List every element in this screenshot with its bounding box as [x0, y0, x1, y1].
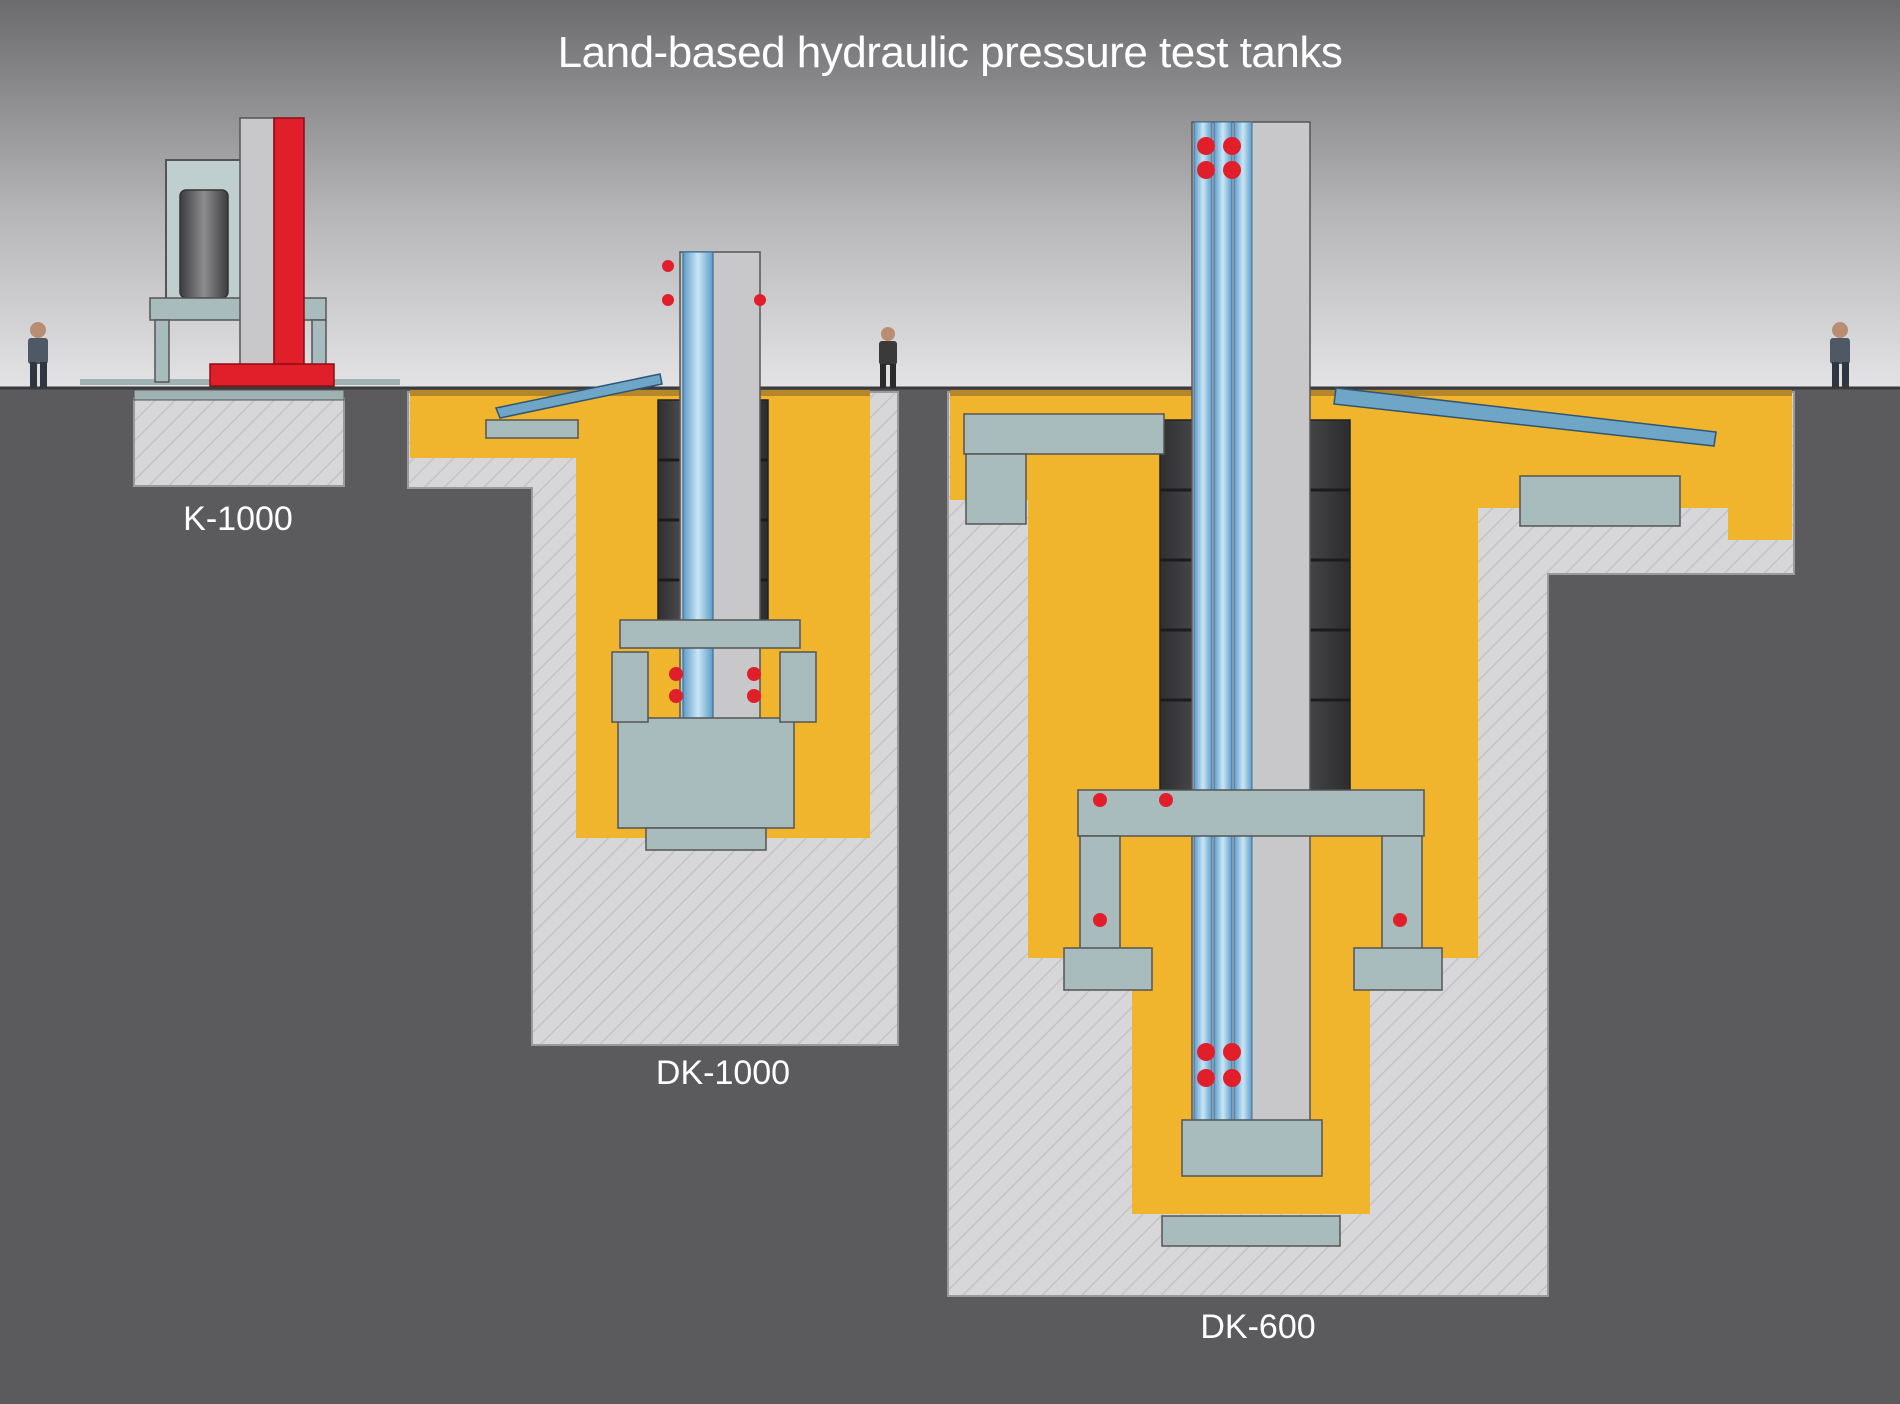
diagram-title: Land-based hydraulic pressure test tanks — [557, 28, 1343, 77]
k-1000-unit — [80, 117, 400, 487]
dk-600-tube-2 — [1213, 121, 1233, 1123]
label-dk-1000: DK-1000 — [655, 1054, 791, 1092]
dk-1000-tube — [682, 251, 714, 723]
person-figure-left — [28, 322, 48, 388]
k-1000-bottle — [179, 189, 229, 299]
dk-1000-unit — [407, 251, 899, 1046]
person-figure-center — [879, 327, 897, 388]
label-k-1000: K-1000 — [183, 500, 293, 538]
dk-600-tube-1 — [1193, 121, 1213, 1123]
person-figure-right — [1830, 322, 1850, 388]
dk-600-unit — [947, 121, 1795, 1297]
k-1000-red-press — [273, 117, 305, 383]
k-1000-foundation — [133, 397, 345, 487]
dk-600-tube-3 — [1233, 121, 1253, 1123]
k-1000-column — [239, 117, 275, 383]
label-dk-600: DK-600 — [1200, 1308, 1316, 1346]
